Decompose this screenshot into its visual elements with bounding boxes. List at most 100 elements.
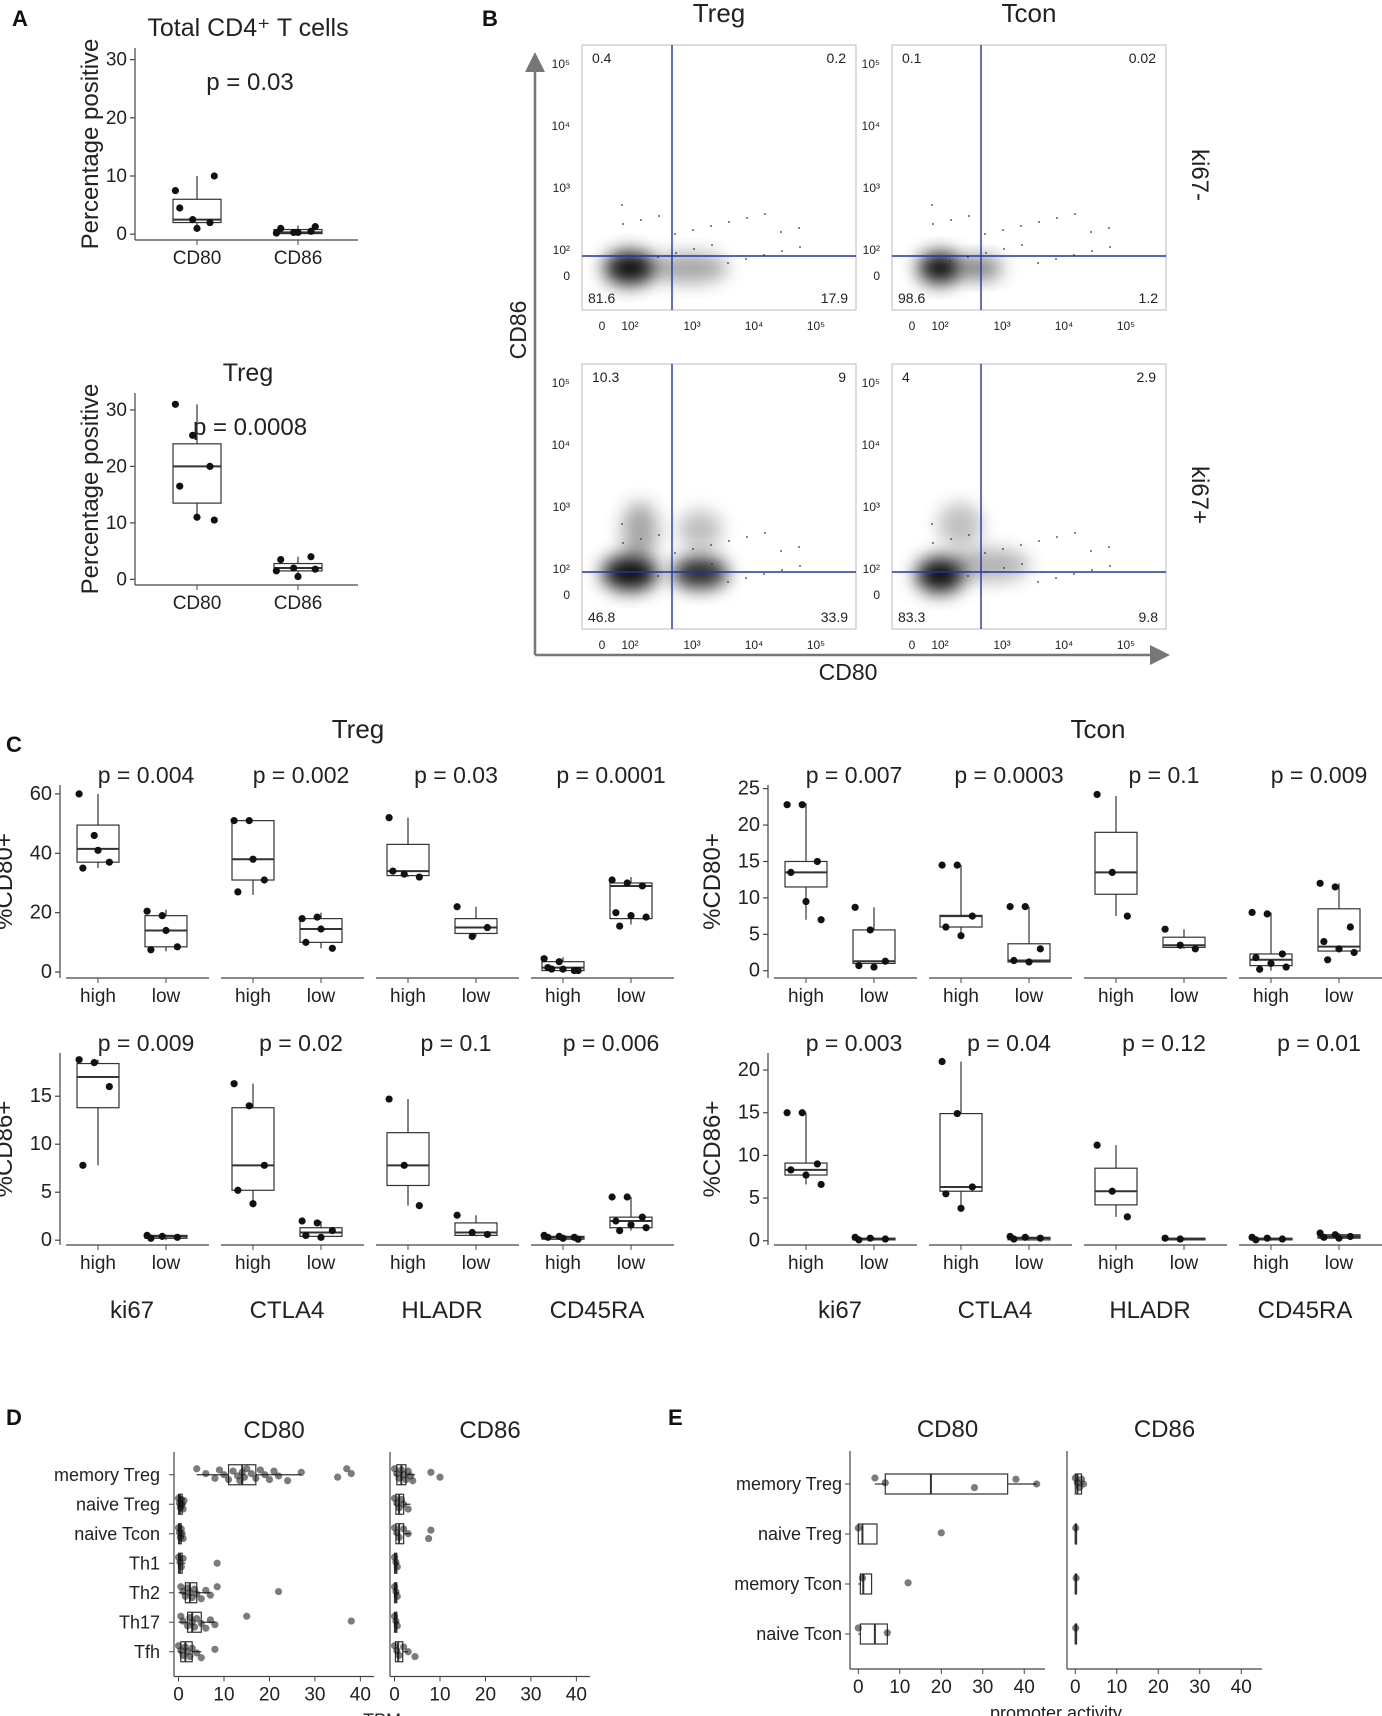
- c-0-1-ki67-x-tick-label: high: [788, 986, 824, 1007]
- panel-d-point: [177, 1501, 185, 1510]
- panel-d-x-tick-label: 30: [520, 1685, 541, 1706]
- panel-d-point: [284, 1477, 292, 1485]
- c-0-0-cd45ra-box-low-point: [623, 879, 631, 887]
- c-1-1-hladr-box-high-point: [1093, 1141, 1101, 1149]
- panel-d-x-tick-label: 40: [566, 1685, 587, 1706]
- c-0-0-hladr-box-high-point: [385, 814, 393, 822]
- c-1-0-cd45ra-box-low: [608, 1193, 653, 1235]
- panel-d-point: [206, 1616, 214, 1624]
- flow-plot-4-event: [967, 575, 969, 577]
- flow-plot-4-event: [968, 534, 970, 536]
- panel-d-point: [393, 1622, 401, 1630]
- box-cd80-point: [210, 516, 218, 524]
- flow-plot-4-event: [1074, 532, 1076, 534]
- panel-d-point: [197, 1654, 205, 1662]
- c-0-1-cd45ra-box-high-point: [1267, 959, 1275, 968]
- flow-plot-3-x-tick-label: 10²: [621, 638, 638, 652]
- panel-d-point: [395, 1533, 403, 1541]
- flow-plot-3-y-tick-label: 10²: [553, 562, 570, 576]
- panel-e-box-cd86: [1072, 1623, 1080, 1645]
- c-0-1-cd45ra-box-high-point: [1252, 954, 1260, 962]
- c-0-1-ki67-box-low-point: [866, 926, 874, 934]
- c-1-0-cd45ra-box-low-point: [623, 1193, 631, 1201]
- panel-c-r0-g0-y-tick-label: 60: [30, 783, 52, 805]
- panel-d-point: [400, 1643, 408, 1651]
- flow-plot-2-event: [1055, 258, 1057, 260]
- c-1-0-ctla4-box-low-point: [328, 1227, 336, 1235]
- box-cd86: [272, 553, 323, 581]
- c-1-1-ctla4-box-high-point: [938, 1057, 946, 1066]
- panel-d-point: [393, 1563, 401, 1571]
- panel-d-point: [179, 1554, 187, 1563]
- c-0-1-cd45ra-box-low-point: [1320, 937, 1328, 946]
- flow-plot-2-x-tick-label: 0: [909, 319, 916, 333]
- c-0-0-hladr-box-high-point: [400, 870, 408, 878]
- c-0-0-cd45ra-box-low-point: [612, 909, 620, 917]
- flow-plot-3-event: [763, 573, 765, 575]
- panel-d-point: [247, 1469, 255, 1478]
- c-0-0-ki67-box-low-point: [162, 926, 170, 935]
- flow-plot-2-event: [950, 219, 952, 221]
- flow-plot-1-frame: [581, 44, 857, 311]
- c-0-0-cd45ra-box-low-point: [627, 912, 635, 920]
- box-cd86-point: [311, 565, 319, 573]
- flow-plot-4-x-tick-label: 10⁵: [1117, 638, 1135, 652]
- panel-d-point: [270, 1467, 278, 1475]
- panel-c-r0-g0-y-tick-label: 20: [30, 902, 52, 924]
- flow-plot-4-density: [950, 549, 1030, 581]
- c-1-0-ctla4-box-low-point: [317, 1233, 325, 1241]
- c-0-0-hladr-box-low: [453, 903, 498, 941]
- c-0-0-ki67-box-high: [75, 790, 120, 872]
- c-0-1-cd45ra-box-high-point: [1248, 908, 1256, 917]
- c-1-0-cd45ra-box-high-point: [544, 1233, 552, 1241]
- panel-d-point: [188, 1644, 196, 1652]
- panel-e-x-tick-label: 40: [1014, 1677, 1035, 1698]
- group-title-tcon: Tcon: [1071, 714, 1126, 744]
- panel-d-point: [211, 1645, 219, 1653]
- panel-c-r1-g1-y-tick-label: 5: [749, 1187, 760, 1209]
- panel-d-point: [177, 1563, 185, 1571]
- panel-d-point: [265, 1475, 274, 1484]
- box-cd80-point: [176, 204, 184, 212]
- c-1-1-ctla4-box-high-point: [957, 1204, 965, 1212]
- flow-plot-4-event: [932, 542, 934, 544]
- c-0-1-cd45ra-box-low-point: [1335, 945, 1343, 953]
- c-1-0-cd45ra-x-tick-label: high: [545, 1253, 581, 1274]
- c-1-1-hladr-box-high-iqr: [1094, 1167, 1138, 1206]
- c-0-1-ki67-box-low-point: [851, 903, 859, 911]
- c-1-0-ctla4-box-high-point: [230, 1080, 238, 1088]
- c-1-0-ki67-box-high-iqr: [76, 1062, 120, 1109]
- c-0-0-ctla4-box-low-point: [317, 925, 325, 933]
- c-1-0-ctla4-box-low-point: [302, 1231, 310, 1239]
- c-0-0-ctla4-box-high-iqr: [231, 820, 275, 881]
- panel-d-point: [425, 1534, 433, 1543]
- panel-d-point: [243, 1612, 251, 1620]
- y-axis-label: %CD86+: [0, 1101, 18, 1198]
- panel-a-y-tick-label: 0: [116, 224, 127, 245]
- panel-e-box-cd80: [858, 1573, 912, 1595]
- c-1-1-ki67-p-value: p = 0.003: [806, 1030, 903, 1056]
- panel-d-point: [213, 1559, 221, 1567]
- c-0-0-ctla4-box-high-point: [245, 817, 253, 825]
- flow-plot-3-event: [640, 538, 642, 540]
- panel-d-box-cd80: [177, 1582, 283, 1604]
- c-1-1-ctla4-box-low-point: [1021, 1233, 1029, 1241]
- flow-plot-1-y-tick-label: 10⁵: [552, 57, 570, 71]
- flow-plot-1-y-tick-label: 10²: [553, 243, 570, 257]
- panel-d-x-tick-label: 10: [213, 1685, 234, 1706]
- c-0-1-cd45ra-box-low-point: [1346, 923, 1354, 931]
- box-cd80-point: [193, 513, 201, 521]
- flow-plot-2-event: [985, 252, 987, 254]
- flow-plot-2-frame: [891, 44, 1167, 311]
- panel-e-category-label: naive Treg: [758, 1524, 842, 1544]
- c-1-0-hladr-box-low-point: [453, 1211, 461, 1219]
- flow-plot-2-y-tick-label: 10³: [863, 181, 880, 195]
- y-axis-label: Percentage positive: [77, 39, 104, 250]
- panel-d-point: [274, 1472, 283, 1480]
- panel-c-r0-g1-y-tick-label: 15: [738, 850, 760, 872]
- flow-plot-3-y-tick-label: 10⁴: [551, 438, 570, 452]
- c-1-0-ki67-marker-label: ki67: [110, 1297, 154, 1324]
- panel-c-r1-g1-y-tick-label: 0: [749, 1230, 760, 1252]
- flow-plot-4-y-tick-label: 10⁴: [861, 438, 880, 452]
- c-0-1-ki67-box-high-point: [813, 857, 821, 866]
